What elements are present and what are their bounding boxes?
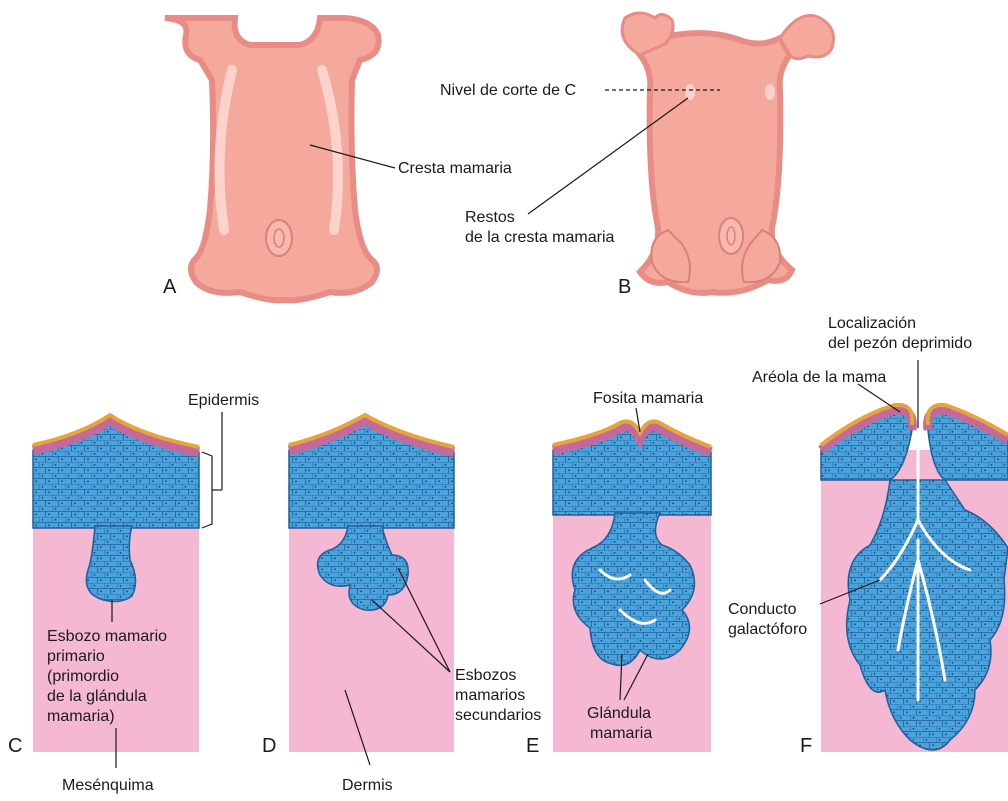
label-localizacion-2: del pezón deprimido [828,335,972,352]
panel-label-d: D [262,735,276,757]
label-epidermis: Epidermis [188,392,259,409]
label-esbozos-sec-3: secundarios [455,707,541,724]
label-areola: Aréola de la mama [752,369,886,386]
label-nivel-de-corte: Nivel de corte de C [440,82,576,99]
label-dermis: Dermis [342,777,393,794]
panel-label-e: E [526,735,539,757]
label-cresta-mamaria: Cresta mamaria [398,160,512,177]
upper-limb-right [780,16,834,59]
panel-a-embryo: Cresta mamaria A [163,18,512,300]
label-conducto-1: Conducto [728,601,797,618]
panel-label-c: C [8,735,22,757]
label-esbozo-4: de la glándula [47,688,147,705]
panel-e-section: Fosita mamaria Glándula mamaria E [526,390,711,757]
panel-label-a: A [163,276,177,298]
panel-f-section: Localización del pezón deprimido Aréola … [728,315,1008,757]
label-esbozos-sec-1: Esbozos [455,667,516,684]
genital-tubercle-b [719,218,743,254]
label-restos-1: Restos [465,209,515,226]
panel-b-embryo: Nivel de corte de C Restos de la cresta … [440,13,834,298]
panel-label-b: B [618,276,631,298]
label-esbozo-2: primario [47,648,105,665]
panel-d-section: Dermis Esbozos mamarios secundarios D [262,415,541,794]
genital-tubercle-a [266,220,292,256]
label-mesenquima: Mesénquima [62,777,154,794]
label-glandula-1: Glándula [587,705,651,722]
ridge-remnant-right [765,84,775,100]
epidermis-c [33,420,199,528]
panel-c-section: Epidermis Esbozo mamario primario (primo… [8,392,259,794]
label-esbozo-5: mamaria) [47,708,115,725]
label-restos-2: de la cresta mamaria [465,229,614,246]
embryo-body-a [165,18,379,300]
ridge-remnant-left [685,84,695,100]
panel-label-f: F [800,735,812,757]
label-localizacion-1: Localización [828,315,916,332]
label-esbozos-sec-2: mamarios [455,687,525,704]
label-glandula-2: mamaria [590,725,652,742]
label-esbozo-1: Esbozo mamario [47,628,167,645]
label-conducto-2: galactóforo [728,621,807,638]
label-fosita: Fosita mamaria [593,390,703,407]
label-esbozo-3: (primordio [47,668,119,685]
bud-primary-c [86,526,135,602]
